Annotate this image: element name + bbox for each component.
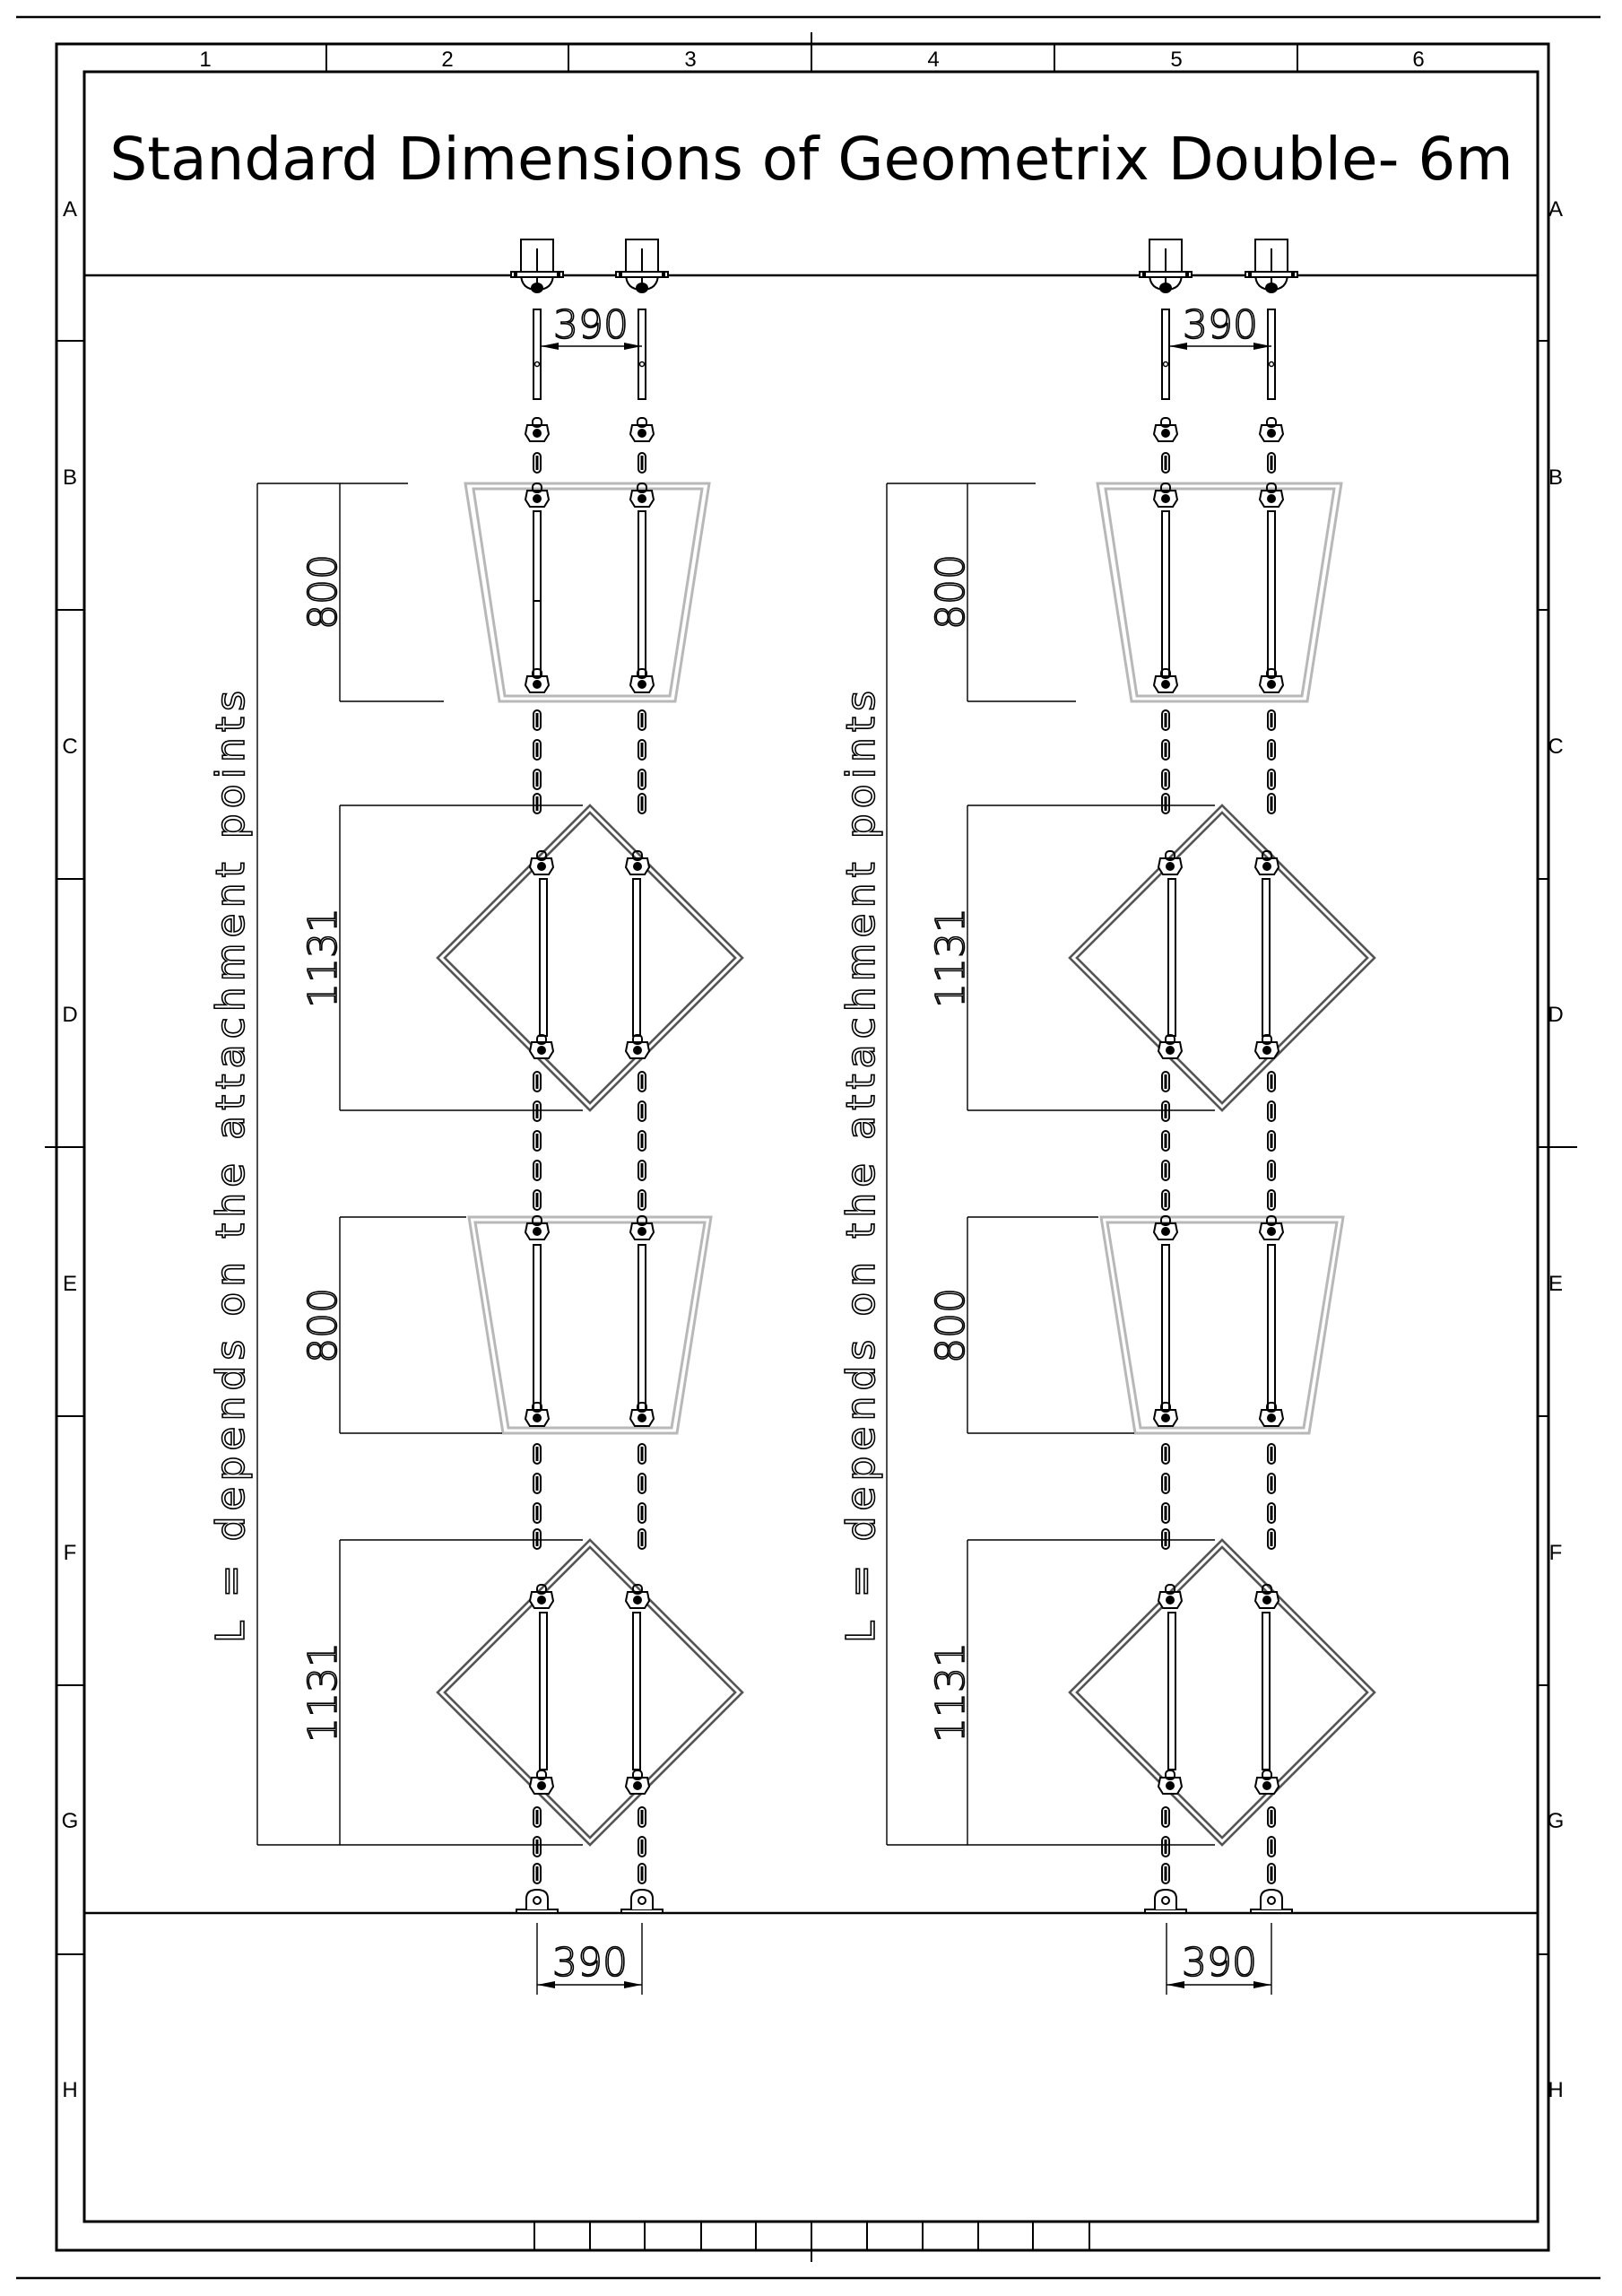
dimension-top-spacing-right: 390 xyxy=(1169,301,1271,350)
grid-row-b-right: B xyxy=(1548,465,1563,490)
trapezoid-panel-2 xyxy=(467,1215,713,1435)
grid-row-a-right: A xyxy=(1548,197,1563,222)
length-note-right: L = depends on the attachment points xyxy=(838,685,884,1643)
dim-label-diamond-1-right: 1131 xyxy=(928,908,974,1008)
svg-text:390: 390 xyxy=(1183,302,1258,348)
grid-col-3: 3 xyxy=(684,48,696,72)
bottom-scale-strip xyxy=(533,2222,1090,2250)
dim-label-trapezoid-2-right: 800 xyxy=(928,1288,974,1363)
svg-text:390: 390 xyxy=(1182,1940,1257,1986)
grid-row-c-right: C xyxy=(1548,735,1563,759)
grid-row-g-right: G xyxy=(1548,1809,1565,1833)
trapezoid-panel-2 xyxy=(1099,1215,1345,1435)
dim-label-trapezoid-2-left: 800 xyxy=(300,1288,346,1363)
dim-label-trapezoid-1-left: 800 xyxy=(300,554,346,630)
diamond-panel-2 xyxy=(1068,1538,1376,1847)
grid-row-d-right: D xyxy=(1548,1003,1563,1027)
dimension-panel-heights-left xyxy=(256,483,583,1846)
cable-right-b xyxy=(1245,239,1298,1914)
dimension-panel-heights-right xyxy=(886,483,1215,1846)
grid-col-2: 2 xyxy=(441,48,453,72)
grid-column-markers: 1 2 3 4 5 6 xyxy=(199,44,1425,72)
grid-row-markers: A B C D E F G H A B C D E F G H xyxy=(56,197,1564,2102)
grid-row-g-left: G xyxy=(62,1809,79,1833)
cable-right-a xyxy=(1139,239,1193,1914)
grid-row-b-left: B xyxy=(63,465,77,490)
assembly-right: 390 390 800 1131 800 1131 L = depen xyxy=(837,239,1376,1995)
grid-row-d-left: D xyxy=(62,1003,77,1027)
diamond-panel-1 xyxy=(1068,804,1376,1112)
svg-text:390: 390 xyxy=(553,302,629,348)
grid-col-4: 4 xyxy=(927,48,939,72)
dimension-top-spacing-left: 390 xyxy=(541,301,642,350)
cable-left-b xyxy=(615,239,669,1914)
grid-row-f-left: F xyxy=(64,1541,77,1565)
diamond-panel-2 xyxy=(436,1538,744,1847)
grid-col-5: 5 xyxy=(1170,48,1182,72)
grid-col-6: 6 xyxy=(1412,48,1424,72)
grid-row-f-right: F xyxy=(1549,1541,1563,1565)
grid-row-a-left: A xyxy=(63,197,77,222)
grid-row-c-left: C xyxy=(62,735,77,759)
dim-label-diamond-2-left: 1131 xyxy=(300,1642,346,1743)
cable-left-a xyxy=(510,239,564,1914)
grid-row-h-right: H xyxy=(1548,2078,1563,2102)
grid-row-h-left: H xyxy=(62,2078,77,2102)
length-note-left: L = depends on the attachment points xyxy=(208,685,254,1643)
dimension-bottom-spacing-right: 390 xyxy=(1166,1923,1272,1995)
grid-row-e-left: E xyxy=(63,1272,77,1296)
assembly-left: 390 390 xyxy=(207,239,744,1995)
dim-label-diamond-2-right: 1131 xyxy=(928,1642,974,1743)
page-title: Standard Dimensions of Geometrix Double-… xyxy=(109,125,1513,194)
diamond-panel-1 xyxy=(436,804,744,1112)
sheet-frame xyxy=(16,15,1600,2280)
trapezoid-panel-1 xyxy=(1096,482,1343,703)
trapezoid-panel-1 xyxy=(464,482,711,703)
grid-col-1: 1 xyxy=(199,48,211,72)
dim-label-trapezoid-1-right: 800 xyxy=(928,554,974,630)
svg-text:390: 390 xyxy=(552,1940,628,1986)
dim-label-diamond-1-left: 1131 xyxy=(300,908,346,1008)
grid-row-e-right: E xyxy=(1548,1272,1563,1296)
dimension-bottom-spacing-left: 390 xyxy=(536,1923,643,1995)
